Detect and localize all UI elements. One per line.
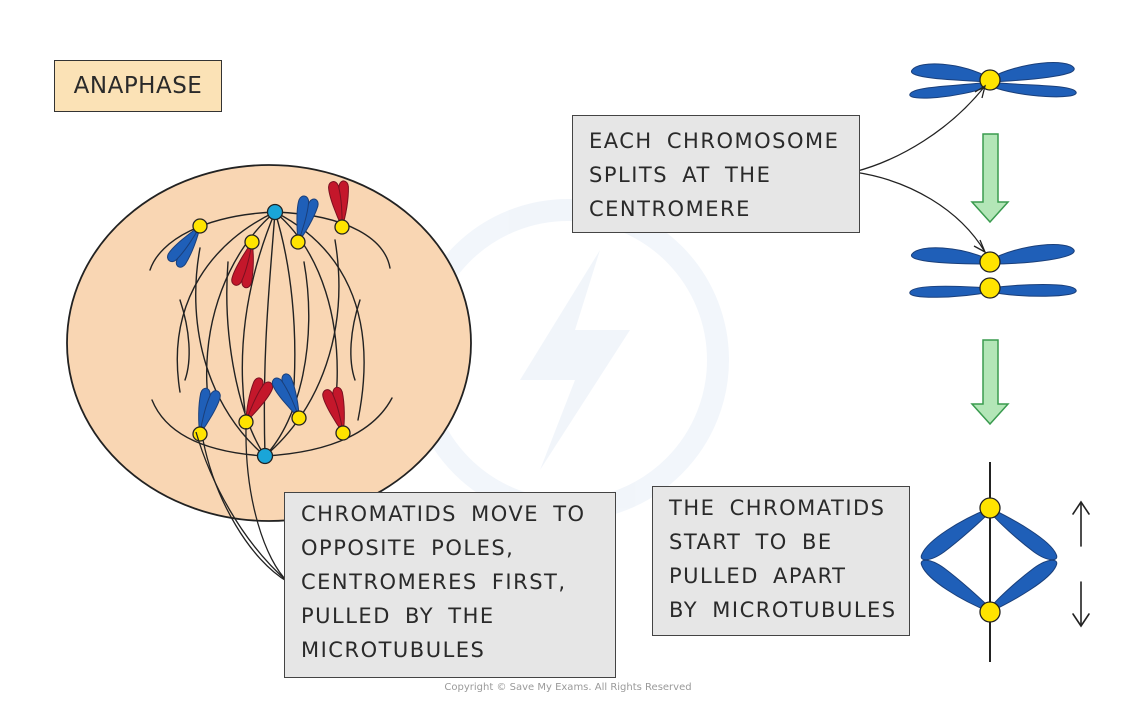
centrosome-bottom: [256, 447, 274, 465]
callout-line: MICROTUBULES: [301, 638, 486, 662]
callout-line: OPPOSITE POLES,: [301, 536, 515, 560]
up-arrow-icon: [1072, 500, 1090, 547]
callout-line: CHROMATIDS MOVE TO: [301, 502, 586, 526]
chromosome-split: [909, 244, 1077, 299]
chromatid-bottom-blue-right: [263, 369, 313, 426]
callout-line: CENTROMERES FIRST,: [301, 570, 567, 594]
callout-pulled-apart: THE CHROMATIDS START TO BE PULLED APART …: [652, 486, 910, 636]
chromosome-whole: [909, 62, 1077, 99]
down-arrow-icon: [1072, 581, 1090, 628]
cell-body: [66, 164, 472, 522]
down-arrow-1: [970, 133, 1010, 224]
chromatid-top-blue-left: [162, 218, 208, 270]
callout-line: THE CHROMATIDS: [669, 496, 886, 520]
callout-line: START TO BE: [669, 530, 833, 554]
pointer-lines-split: [850, 84, 987, 254]
callout-line: PULLED BY THE: [301, 604, 495, 628]
chromatid-top-red-right: [312, 173, 367, 235]
copyright-text: Copyright © Save My Exams. All Rights Re…: [444, 682, 692, 693]
callout-chromatids-move: CHROMATIDS MOVE TO OPPOSITE POLES, CENTR…: [284, 492, 616, 678]
chromatids-pulled-apart: [920, 462, 1058, 662]
callout-line: CENTROMERE: [589, 197, 751, 221]
callout-line: EACH CHROMOSOME: [589, 129, 840, 153]
callout-line: SPLITS AT THE: [589, 163, 772, 187]
centrosome-top: [266, 203, 284, 221]
chromatid-top-blue-right: [278, 190, 331, 250]
callout-chromosome-splits: EACH CHROMOSOME SPLITS AT THE CENTROMERE: [572, 115, 860, 233]
callout-line: PULLED APART: [669, 564, 847, 588]
chromatid-bottom-blue-left: [180, 382, 233, 442]
chromatid-top-red-left: [219, 234, 272, 294]
callout-line: BY MICROTUBULES: [669, 598, 897, 622]
chromatid-bottom-red-right: [310, 381, 363, 441]
down-arrow-2: [970, 339, 1010, 426]
title-label: ANAPHASE: [54, 60, 222, 112]
spindle-microtubules: [149, 211, 393, 457]
